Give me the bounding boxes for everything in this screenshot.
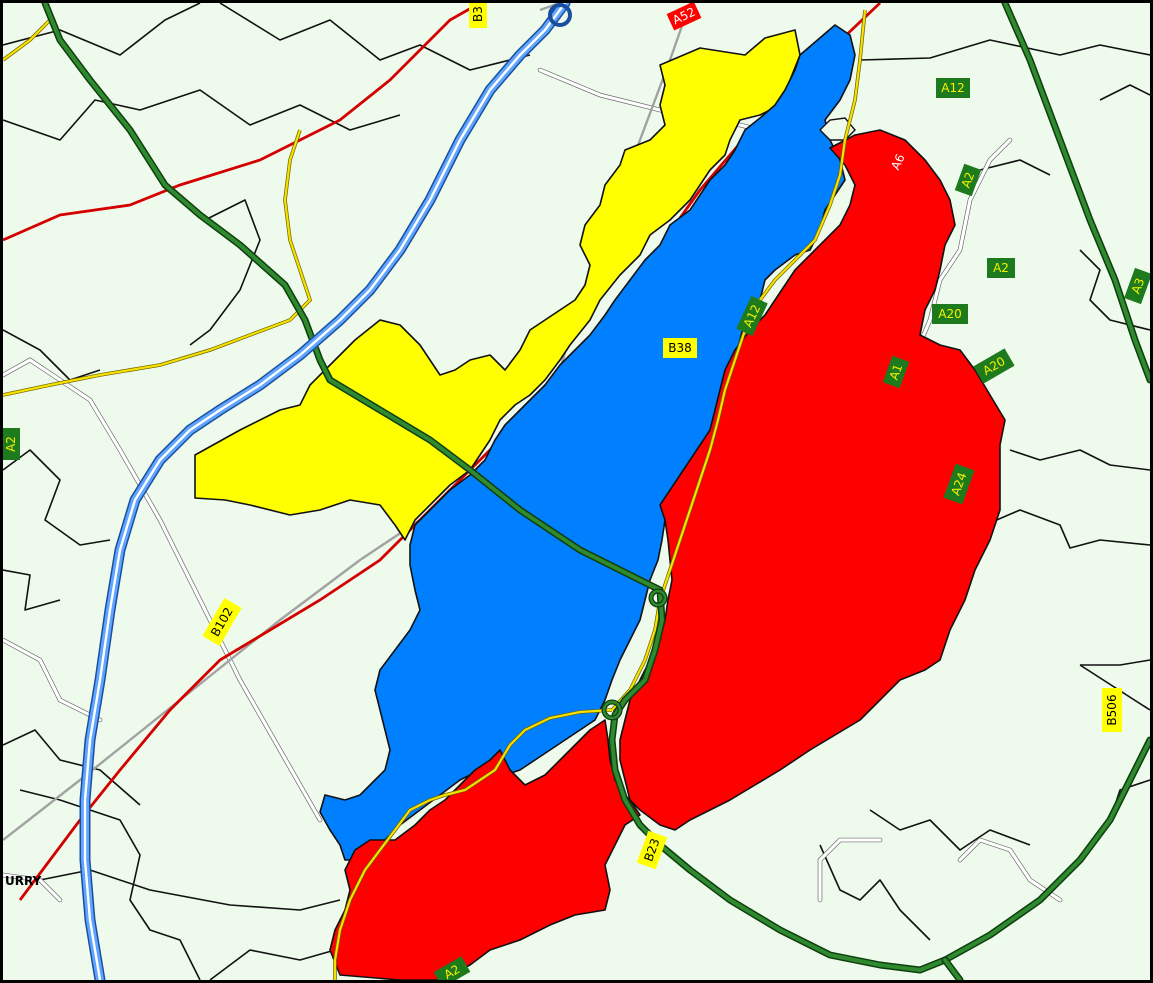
shield-a6[interactable]: A6 [883, 145, 913, 179]
green-roads [41, 3, 1150, 980]
shield-b506[interactable]: B506 [1102, 688, 1122, 732]
map-canvas[interactable]: A52 B3 A12 A6 A2 A2 A3 A12 [3, 3, 1150, 980]
boundary-lines [3, 3, 1150, 980]
shield-b23[interactable]: B23 [636, 830, 668, 870]
shield-a12-top[interactable]: A12 [936, 78, 970, 98]
shield-a2-upper[interactable]: A2 [954, 163, 982, 197]
red-region[interactable] [329, 129, 1006, 980]
shield-a-left[interactable]: A2 [3, 428, 20, 460]
shield-b38[interactable]: B38 [663, 338, 697, 358]
shield-b506-text: B506 [1105, 694, 1119, 725]
place-label-urry: URRY [5, 874, 42, 888]
shield-a1[interactable]: A1 [882, 355, 910, 389]
yellow-region[interactable] [194, 29, 801, 541]
shield-a24[interactable]: A24 [943, 463, 975, 505]
shield-a20-upper[interactable]: A20 [932, 304, 968, 324]
shield-b3[interactable]: B3 [469, 3, 487, 28]
shield-a2-upper-text: A2 [959, 170, 978, 190]
shield-b23-text: B23 [641, 837, 662, 864]
shield-a6-text: A6 [888, 152, 907, 172]
shield-a20-upper-text: A20 [938, 307, 961, 321]
shield-b3-text: B3 [471, 6, 485, 22]
shield-a3[interactable]: A3 [1124, 267, 1150, 305]
road-shields: A52 B3 A12 A6 A2 A2 A3 A12 [3, 3, 1150, 980]
shield-a12-mid[interactable]: A12 [736, 295, 768, 337]
shield-a3-text: A3 [1129, 276, 1148, 296]
shield-b38-text: B38 [668, 341, 692, 355]
shield-b102[interactable]: B102 [202, 597, 242, 647]
shield-a-bottom[interactable]: A2 [433, 956, 471, 980]
shield-a20-lower[interactable]: A20 [973, 348, 1015, 384]
motorway [79, 3, 572, 980]
shield-a-bottom-text: A2 [442, 962, 463, 980]
shield-a1-text: A1 [887, 362, 906, 382]
shield-a-left-text: A2 [4, 436, 18, 452]
regions[interactable] [194, 24, 1006, 980]
shield-a12-top-text: A12 [941, 81, 964, 95]
shield-a52[interactable]: A52 [666, 3, 702, 31]
shield-a2-lower-text: A2 [993, 261, 1009, 275]
shield-a2-lower[interactable]: A2 [987, 258, 1015, 278]
